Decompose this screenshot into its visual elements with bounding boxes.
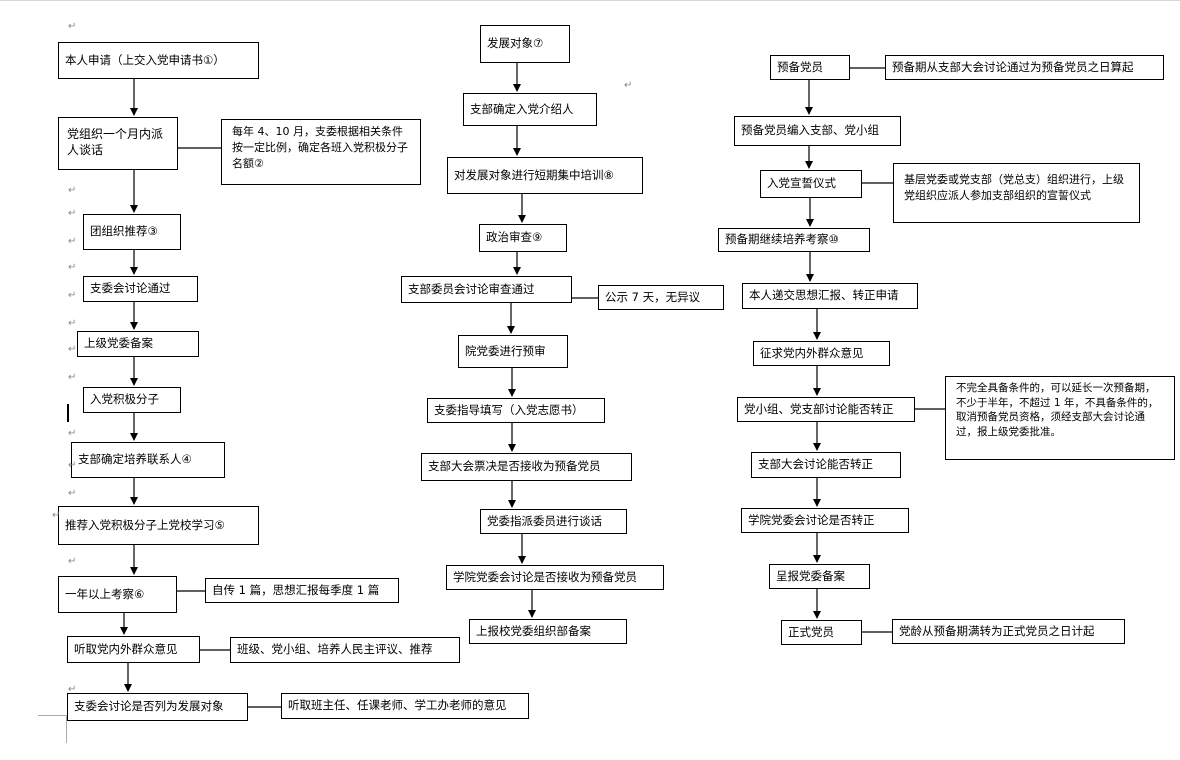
node-report-record: 上报校党委组织部备案 [469,619,627,644]
note-evaluation: 班级、党小组、培养人民主评议、推荐 [230,637,460,663]
node-pre-review: 院党委进行预审 [458,335,568,368]
node-development-list: 支委会讨论是否列为发展对象 [67,693,248,721]
note-party-age: 党龄从预备期满转为正式党员之日计起 [892,619,1125,644]
node-short-training: 对发展对象进行短期集中培训⑧ [447,157,643,194]
paragraph-mark: ↵ [52,510,61,521]
node-development-object: 发展对象⑦ [480,25,570,63]
paragraph-mark: ↵ [68,236,77,247]
node-college-discuss: 学院党委会讨论是否接收为预备党员 [446,565,664,590]
paragraph-mark: ↵ [68,262,77,273]
paragraph-mark: ↵ [68,556,77,567]
node-continue-exam: 预备期继续培养考察⑩ [718,228,870,252]
node-committee-talk: 党委指派委员进行谈话 [480,509,627,534]
node-oath: 入党宣誓仪式 [760,170,862,198]
node-fill-application: 支委指导填写（入党志愿书） [427,398,605,423]
paragraph-mark: ↵ [68,208,77,219]
paragraph-mark: ↵ [68,21,77,32]
node-college-confirm: 学院党委会讨论是否转正 [741,508,909,533]
paragraph-mark: ↵ [68,318,77,329]
paragraph-mark: ↵ [68,460,77,471]
node-committee-review: 支部委员会讨论审查通过 [401,276,572,303]
node-apply: 本人申请（上交入党申请书①） [58,42,259,79]
node-submit-record: 呈报党委备案 [769,564,870,589]
node-committee-pass: 支委会讨论通过 [83,276,198,302]
note-quota: 每年 4、10 月，支委根据相关条件按一定比例，确定各班入党积极分子名额② [221,119,421,185]
paragraph-mark: ↵ [68,488,77,499]
top-border-line [0,0,1180,1]
node-submit-report: 本人递交思想汇报、转正申请 [742,283,918,309]
paragraph-mark: ↵ [624,80,633,91]
paragraph-mark: ↵ [68,428,77,439]
paragraph-mark: ↵ [68,372,77,383]
note-autobiography: 自传 1 篇，思想汇报每季度 1 篇 [205,578,399,603]
paragraph-mark: ↵ [68,344,77,355]
node-probationary-member: 预备党员 [770,55,850,80]
node-group-discuss: 党小组、党支部讨论能否转正 [737,397,915,422]
text-cursor [67,404,69,422]
node-contact-person: 支部确定培养联系人④ [71,442,225,478]
node-talk: 党组织一个月内派人谈话 [58,117,178,170]
note-publicity: 公示 7 天，无异议 [598,285,724,310]
page-corner-mark [66,715,67,743]
paragraph-mark: ↵ [68,684,77,695]
paragraph-mark: ↵ [68,185,77,196]
note-oath-organizer: 基层党委或党支部（党总支）组织进行，上级党组织应派人参加支部组织的宣誓仪式 [893,163,1140,223]
node-superior-record: 上级党委备案 [77,331,199,357]
node-party-school: 推荐入党积极分子上党校学习⑤ [58,506,259,545]
node-opinions: 听取党内外群众意见 [67,636,200,663]
node-branch-discuss: 支部大会讨论能否转正 [751,452,901,478]
note-teacher-opinions: 听取班主任、任课老师、学工办老师的意见 [281,693,529,719]
node-activist: 入党积极分子 [83,387,181,413]
node-league-recommend: 团组织推荐③ [83,214,181,250]
note-extension-rule: 不完全具备条件的，可以延长一次预备期，不少于半年，不超过 1 年，不具备条件的，… [945,376,1175,460]
node-solicit-opinions: 征求党内外群众意见 [753,341,890,366]
node-join-branch: 预备党员编入支部、党小组 [734,116,901,146]
paragraph-mark: ↵ [68,290,77,301]
node-full-member: 正式党员 [781,620,862,645]
node-examine-year: 一年以上考察⑥ [58,576,177,613]
node-branch-vote: 支部大会票决是否接收为预备党员 [421,453,632,481]
page-corner-mark [38,715,66,716]
node-political-review: 政治审查⑨ [479,224,567,252]
note-probation-start: 预备期从支部大会讨论通过为预备党员之日算起 [885,55,1164,80]
node-introducers: 支部确定入党介绍人 [463,93,597,126]
